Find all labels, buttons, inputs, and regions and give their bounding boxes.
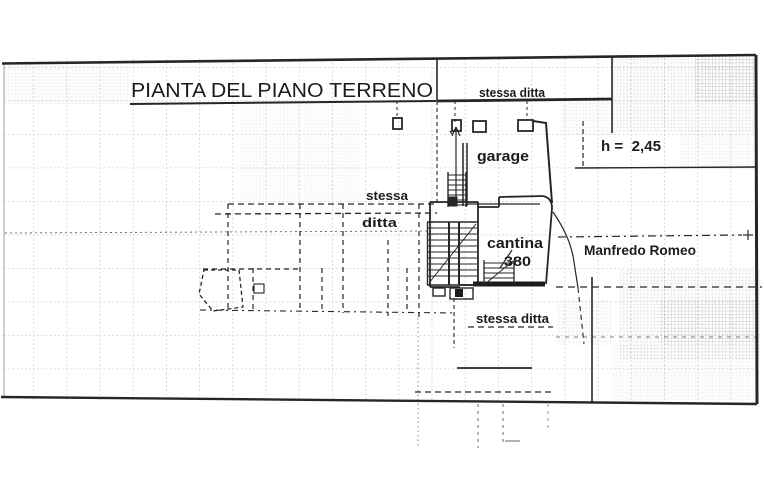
height-annotation: h = 2,45 [601, 138, 661, 155]
main-staircase [426, 222, 477, 286]
cantina-number-strike [499, 249, 513, 269]
plan-title: PIANTA DEL PIANO TERRENO [131, 79, 433, 102]
garage-walls [462, 120, 553, 206]
boundary-right [552, 211, 762, 403]
scan-texture-patches [5, 57, 760, 400]
boundary-dashed-left [4, 203, 456, 448]
room-label-cantina: cantina [487, 235, 544, 252]
boundary-label-bottom: stessa ditta [476, 311, 550, 326]
cantina-number: 380 [504, 253, 531, 269]
boundary-label-mid-line2: ditta [362, 215, 398, 230]
boundary-label-top: stessa ditta [479, 86, 546, 100]
cellar-staircase [483, 260, 515, 285]
sheet-frame [0, 53, 759, 406]
owner-name: Manfredo Romeo [584, 242, 696, 258]
courtyard-lines [415, 298, 553, 448]
boundary-label-mid-line1: stessa [366, 188, 409, 203]
room-label-garage: garage [477, 149, 529, 165]
title-block-rules [129, 56, 758, 169]
